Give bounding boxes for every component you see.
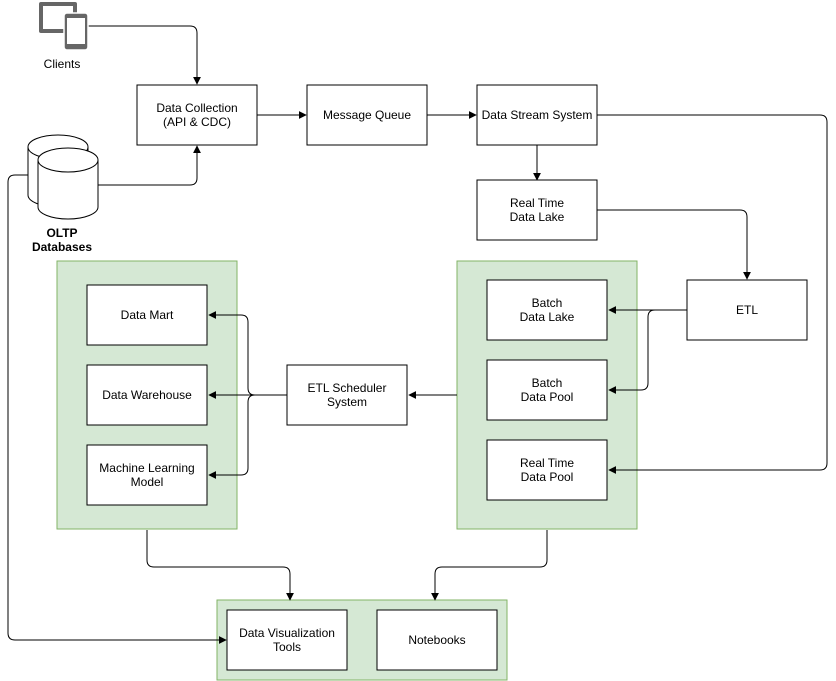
svg-text:Machine Learning: Machine Learning bbox=[99, 461, 194, 475]
etl-scheduler-node: ETL Scheduler System bbox=[286, 364, 408, 426]
clients-label: Clients bbox=[44, 57, 81, 71]
ml-model-node: Machine Learning Model bbox=[86, 444, 208, 506]
edge-oltp-to-dataviz bbox=[7, 174, 227, 644]
database-cylinders-icon bbox=[27, 134, 99, 220]
edge-rtlake-to-etl bbox=[597, 209, 751, 280]
svg-text:Data Pool: Data Pool bbox=[521, 390, 574, 404]
svg-text:Tools: Tools bbox=[273, 640, 301, 654]
edge-clients-to-collection bbox=[88, 25, 201, 85]
notebooks-node: Notebooks bbox=[376, 609, 498, 671]
oltp-label-line2: Databases bbox=[32, 240, 92, 254]
svg-text:Data Warehouse: Data Warehouse bbox=[102, 388, 192, 402]
real-time-data-lake-node: Real Time Data Lake bbox=[476, 179, 598, 241]
edge-datalake-to-notebooks bbox=[431, 530, 548, 601]
svg-text:Data Collection: Data Collection bbox=[156, 101, 237, 115]
svg-text:ETL: ETL bbox=[736, 303, 758, 317]
edge-scheduler-to-ml bbox=[208, 394, 287, 479]
svg-text:Notebooks: Notebooks bbox=[408, 633, 465, 647]
svg-text:Data Pool: Data Pool bbox=[521, 470, 574, 484]
edge-stream-to-rtpool bbox=[597, 114, 828, 474]
oltp-label-line1: OLTP bbox=[46, 226, 77, 240]
real-time-data-pool-node: Real Time Data Pool bbox=[486, 439, 608, 501]
etl-node: ETL bbox=[686, 279, 808, 341]
data-stream-node: Data Stream System bbox=[476, 84, 598, 146]
tablet-phone-icon bbox=[39, 2, 89, 51]
edge-etl-to-batchpool bbox=[608, 309, 687, 394]
svg-text:Real Time: Real Time bbox=[520, 456, 574, 470]
svg-text:Message Queue: Message Queue bbox=[323, 108, 411, 122]
edge-oltp-to-collection bbox=[98, 145, 201, 186]
svg-text:Model: Model bbox=[131, 475, 164, 489]
svg-text:ETL Scheduler: ETL Scheduler bbox=[308, 381, 387, 395]
data-mart-node: Data Mart bbox=[86, 284, 208, 346]
edge-warehouse-to-dataviz bbox=[146, 530, 294, 601]
data-visualization-node: Data Visualization Tools bbox=[226, 609, 348, 671]
svg-text:Real Time: Real Time bbox=[510, 196, 564, 210]
data-collection-node: Data Collection (API & CDC) bbox=[136, 84, 258, 146]
data-warehouse-node: Data Warehouse bbox=[86, 364, 208, 426]
svg-text:Data Stream System: Data Stream System bbox=[482, 108, 593, 122]
batch-data-pool-node: Batch Data Pool bbox=[486, 359, 608, 421]
connectors bbox=[7, 25, 828, 644]
svg-text:(API & CDC): (API & CDC) bbox=[163, 115, 231, 129]
svg-text:Batch: Batch bbox=[532, 376, 563, 390]
batch-data-lake-node: Batch Data Lake bbox=[486, 279, 608, 341]
svg-text:Data Mart: Data Mart bbox=[121, 308, 174, 322]
svg-text:System: System bbox=[327, 395, 367, 409]
message-queue-node: Message Queue bbox=[306, 84, 428, 146]
svg-text:Batch: Batch bbox=[532, 296, 563, 310]
svg-text:Data Lake: Data Lake bbox=[510, 210, 565, 224]
svg-text:Data Visualization: Data Visualization bbox=[239, 626, 335, 640]
svg-text:Data Lake: Data Lake bbox=[520, 310, 575, 324]
